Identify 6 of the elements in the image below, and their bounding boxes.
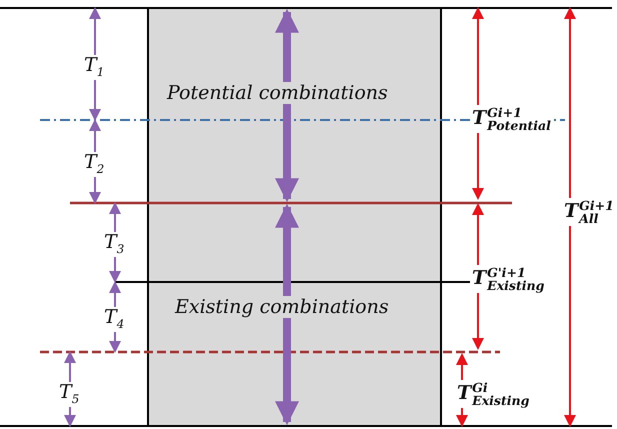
dimension-label: T$_{5}$ [57,382,82,407]
region-label: Potential combinations [165,82,390,104]
region-label: Existing combinations [173,296,391,318]
dimension-label: T$_{3}$ [102,232,126,257]
dimension-label: T$_{2}$ [82,152,106,177]
dimension-label: T$_{4}$ [102,307,126,332]
